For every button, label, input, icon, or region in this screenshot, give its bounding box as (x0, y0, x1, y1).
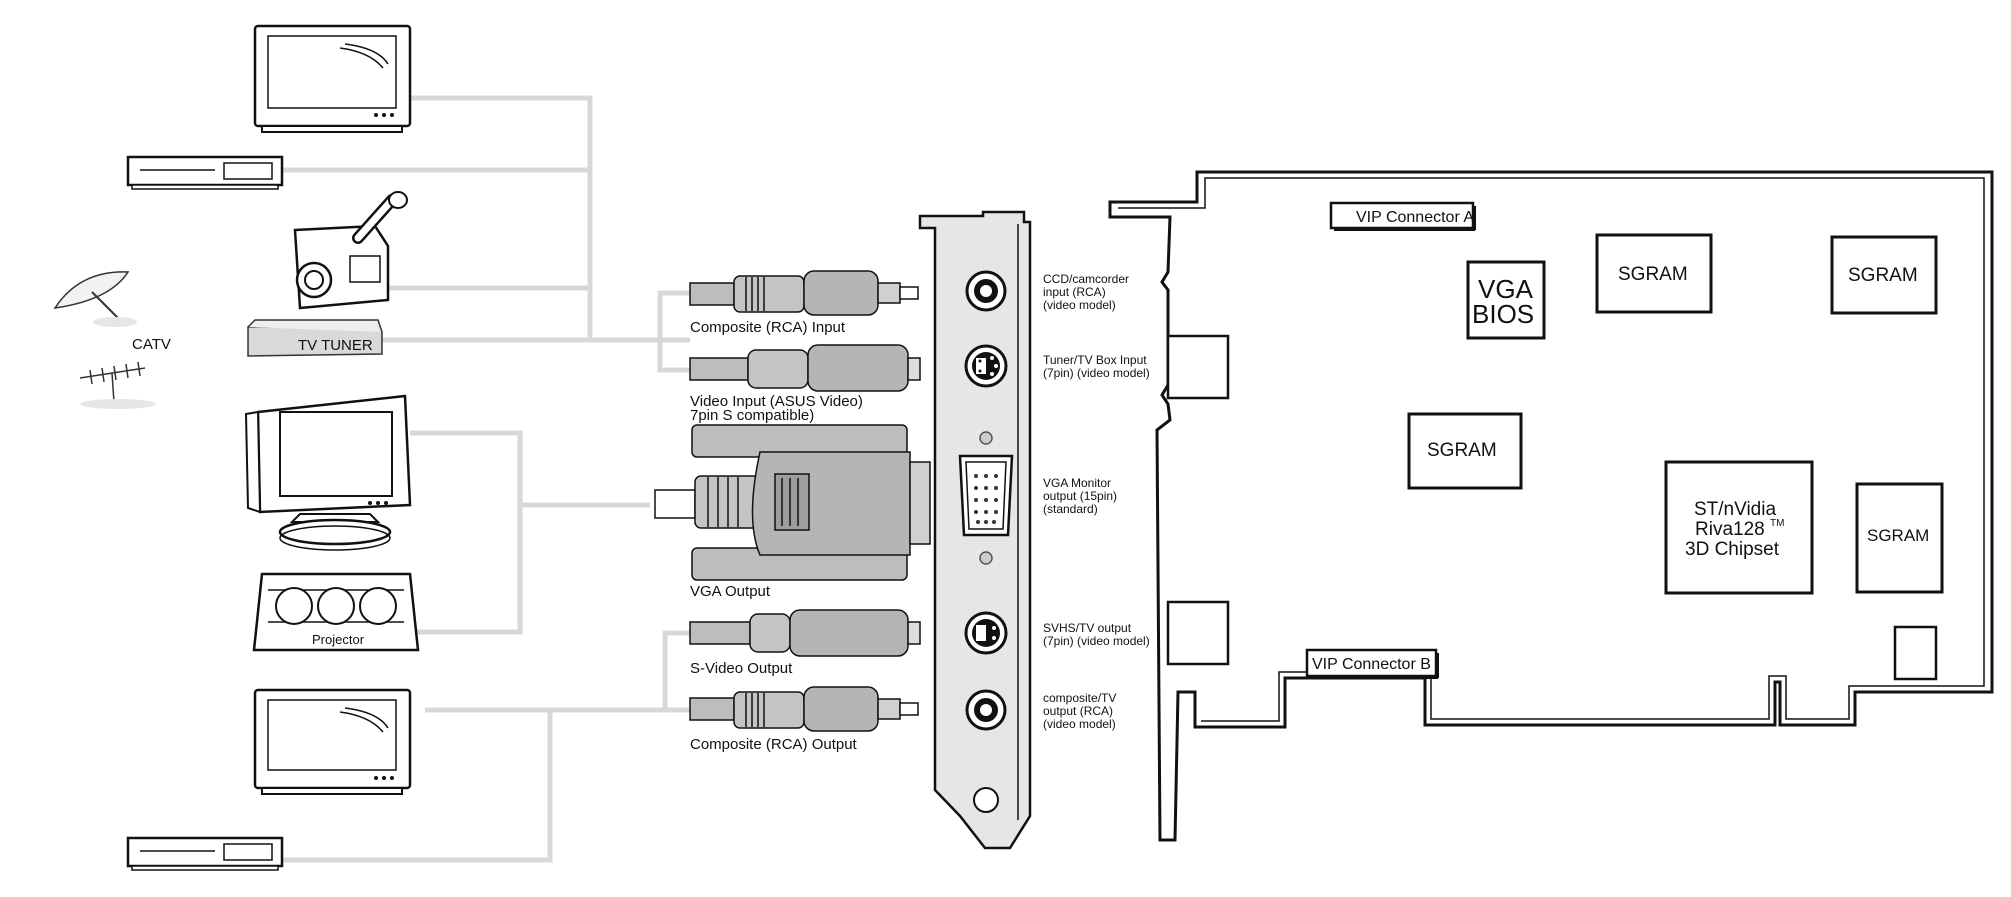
port-label-line: (video model) (1043, 717, 1116, 731)
vip-connector-a: VIP Connector A (1329, 201, 1476, 231)
bracket-hole (973, 787, 999, 813)
sgram-chip: SGRAM (1407, 412, 1523, 490)
antenna-icon (79, 361, 156, 409)
tv-tuner-box-icon: TV TUNER (247, 319, 383, 357)
vga-bios-chip: VGA BIOS (1466, 260, 1546, 340)
monitor-icon (244, 394, 412, 551)
vga-bios-label-1: VGA (1478, 274, 1534, 304)
vga-bios-label-2: BIOS (1472, 299, 1534, 329)
composite-input-plug (689, 270, 919, 316)
vga-output-plug (654, 424, 931, 581)
vip-connector-b: VIP Connector B (1305, 648, 1439, 679)
sgram-label: SGRAM (1848, 265, 1918, 286)
chipset-label-2: Riva128 (1695, 519, 1765, 540)
port-label-line: (7pin) (video model) (1043, 366, 1150, 380)
small-component (1893, 625, 1938, 681)
rca-jack-icon-bottom (965, 689, 1007, 731)
vip-connector-b-label: VIP Connector B (1312, 656, 1431, 673)
svideo-output-plug (689, 609, 921, 657)
bracket-port-labels: CCD/camcorder input (RCA) (video model) … (1043, 272, 1150, 731)
sgram-label: SGRAM (1427, 440, 1497, 461)
vcr-icon-bottom (126, 836, 284, 871)
connection-wires (282, 95, 690, 863)
svideo-output-label: S-Video Output (690, 660, 793, 677)
port-label-line: output (15pin) (1043, 489, 1117, 503)
catv-label: CATV (132, 336, 171, 353)
vcr-icon (126, 155, 284, 190)
video-input-label-2: 7pin S compatible) (690, 407, 814, 424)
port-label-line: SVHS/TV output (1043, 621, 1132, 635)
card-bracket (918, 210, 1032, 850)
port-label-line: CCD/camcorder (1043, 272, 1129, 286)
chipset-label-3: 3D Chipset (1685, 539, 1780, 560)
projector-icon: Projector (252, 572, 420, 652)
sgram-label: SGRAM (1867, 526, 1929, 545)
composite-output-plug (689, 686, 919, 732)
port-label-line: Tuner/TV Box Input (1043, 353, 1147, 367)
composite-input-label: Composite (RCA) Input (690, 319, 846, 336)
chipset-label-tm: TM (1770, 518, 1784, 529)
port-label-line: composite/TV (1043, 691, 1116, 705)
video-input-label-1: Video Input (ASUS Video) (690, 393, 863, 410)
port-label-line: (video model) (1043, 298, 1116, 312)
port-label-line: input (RCA) (1043, 285, 1106, 299)
sgram-chip: SGRAM (1830, 235, 1938, 315)
sgram-chip: SGRAM (1595, 233, 1713, 314)
sgram-chip: SGRAM (1855, 482, 1944, 594)
satellite-dish-icon (53, 271, 137, 327)
port-label-line: (standard) (1043, 502, 1098, 516)
vga-output-label: VGA Output (690, 583, 771, 600)
rca-jack-icon (965, 270, 1007, 312)
projector-label: Projector (312, 632, 365, 647)
tv-icon-bottom (253, 688, 412, 795)
mini-din-jack-icon (964, 344, 1008, 388)
svhs-jack-icon (964, 611, 1008, 655)
vip-connector-a-label: VIP Connector A (1356, 209, 1474, 226)
port-label-line: VGA Monitor (1043, 476, 1111, 490)
camcorder-icon (293, 191, 408, 310)
composite-output-label: Composite (RCA) Output (690, 736, 858, 753)
tv-tuner-label: TV TUNER (298, 337, 373, 354)
sgram-label: SGRAM (1618, 264, 1688, 285)
video-input-plug (689, 344, 921, 392)
chipset-label-1: ST/nVidia (1694, 499, 1776, 520)
port-label-line: output (RCA) (1043, 704, 1113, 718)
tv-icon (253, 24, 412, 133)
vga-port-icon (958, 431, 1014, 565)
riva128-chipset: ST/nVidia Riva128 TM 3D Chipset (1664, 460, 1814, 595)
port-label-line: (7pin) (video model) (1043, 634, 1150, 648)
